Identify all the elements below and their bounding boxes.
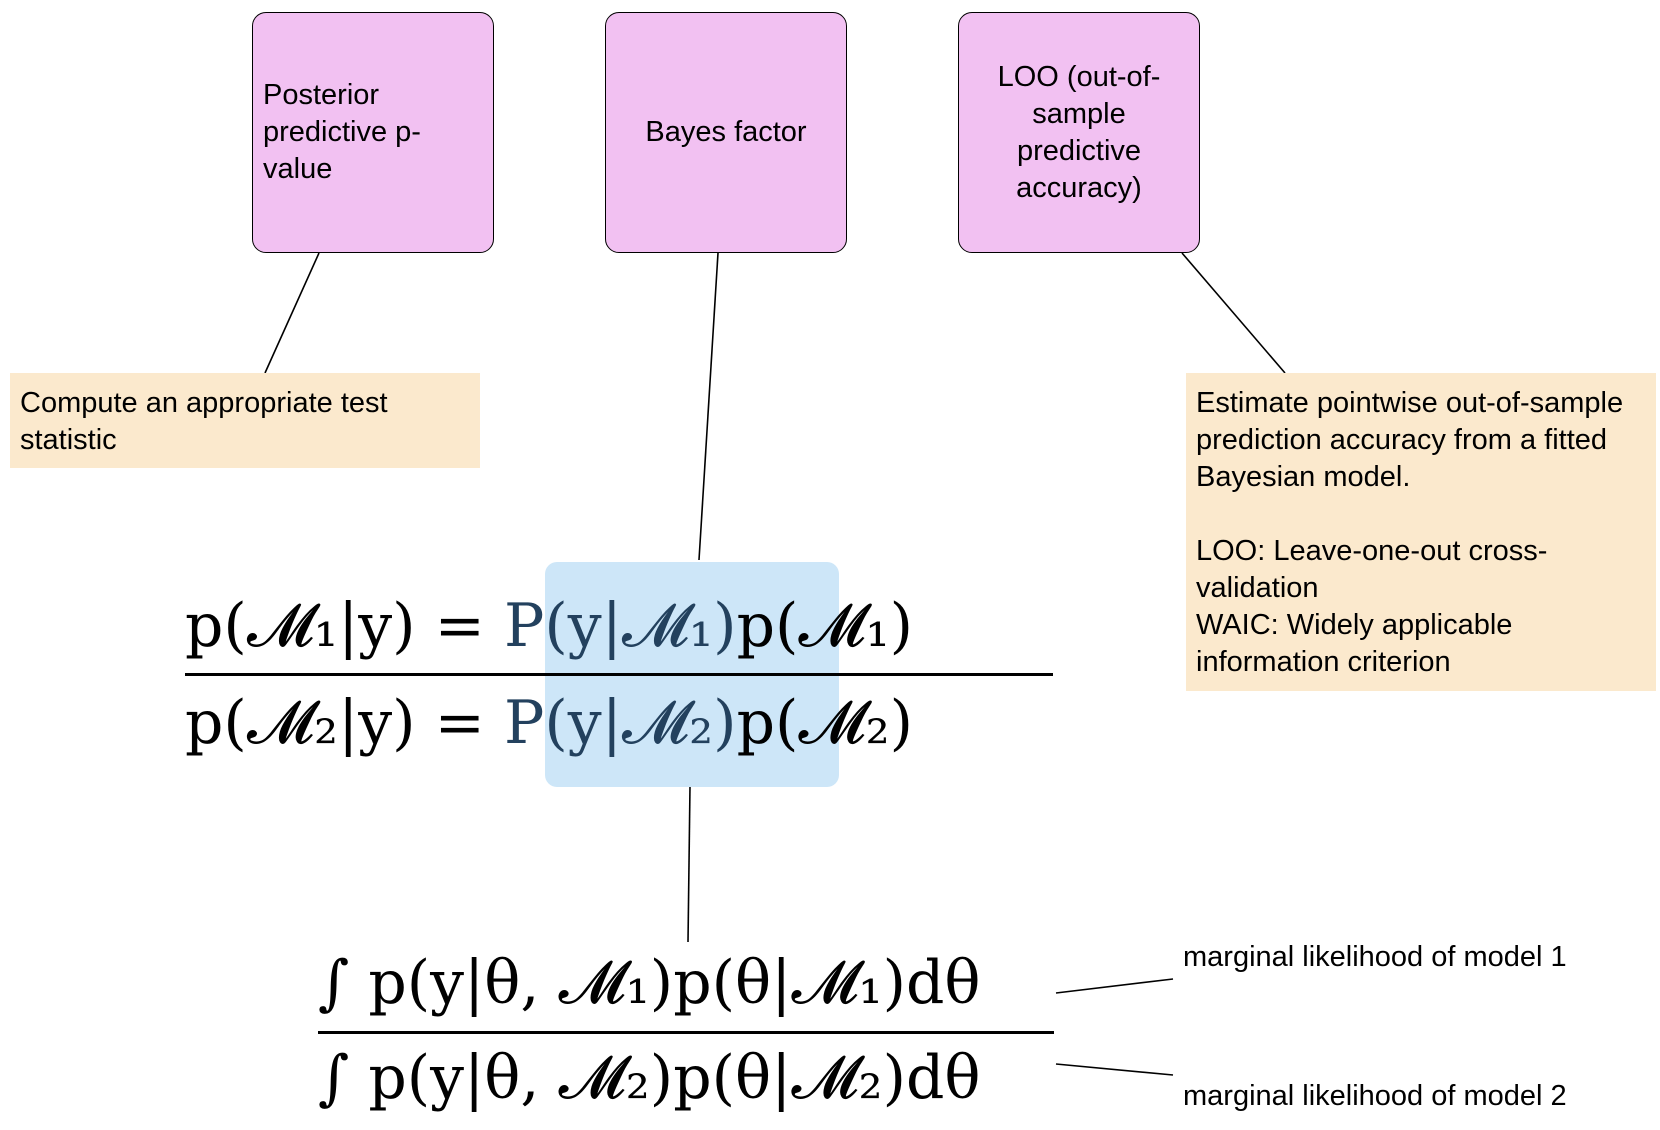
connector-loo-to-description — [1181, 252, 1286, 374]
marginal-likelihood-fraction-bar — [318, 1031, 1054, 1034]
posterior-predictive-label: Posterior predictive p-value — [263, 79, 421, 185]
connector-integral-to-model-2-label — [1055, 1063, 1174, 1076]
test-statistic-note: Compute an appropriate test statistic — [10, 373, 480, 468]
bayes-factor-denominator: p(𝓜₂|y) = P(y|𝓜₂)p(𝓜₂) — [185, 685, 913, 761]
marginal-likelihood-numerator: ∫ p(y|θ, 𝓜₁)p(θ|𝓜₁)dθ — [318, 948, 981, 1018]
model-1-label: marginal likelihood of model 1 — [1183, 941, 1567, 973]
model-2-label: marginal likelihood of model 2 — [1183, 1080, 1567, 1112]
prior-model-1: p(𝓜₁) — [736, 591, 914, 661]
bayes-factor-box[interactable]: Bayes factor — [605, 12, 847, 253]
marginal-likelihood-denominator: ∫ p(y|θ, 𝓜₂)p(θ|𝓜₂)dθ — [318, 1043, 981, 1113]
posterior-model-2: p(𝓜₂|y) = — [185, 688, 505, 758]
posterior-model-1: p(𝓜₁|y) = — [185, 591, 505, 661]
posterior-predictive-box[interactable]: Posterior predictive p-value — [252, 12, 494, 253]
loo-label: LOO (out-of-sample predictive accuracy) — [997, 60, 1161, 204]
bayes-factor-fraction-bar — [185, 673, 1053, 676]
loo-description-note: Estimate pointwise out-of-sample predict… — [1186, 373, 1656, 691]
loo-box[interactable]: LOO (out-of-sample predictive accuracy) — [958, 12, 1200, 253]
bayes-factor-numerator: p(𝓜₁|y) = P(y|𝓜₁)p(𝓜₁) — [185, 588, 913, 664]
likelihood-model-1: P(y|𝓜₁) — [504, 591, 737, 661]
connector-integral-to-model-1-label — [1055, 978, 1174, 994]
bayes-factor-label: Bayes factor — [645, 116, 807, 148]
connector-bayes-factor-to-equation — [698, 252, 719, 561]
prior-model-2: p(𝓜₂) — [736, 688, 914, 758]
connector-pvalue-to-test-statistic — [264, 252, 320, 374]
connector-highlight-to-integral — [687, 785, 691, 943]
likelihood-model-2: P(y|𝓜₂) — [504, 688, 737, 758]
